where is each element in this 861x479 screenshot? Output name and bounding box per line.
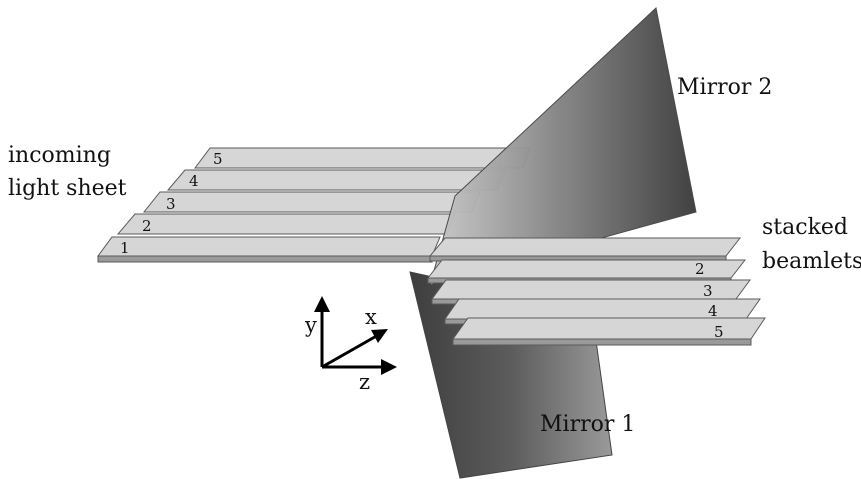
incoming-label-line1: incoming <box>8 143 111 168</box>
x-axis-label: x <box>365 305 377 329</box>
coordinate-axes: y x z <box>304 296 397 394</box>
incoming-strip-1 <box>97 236 441 257</box>
z-axis-label: z <box>359 370 370 394</box>
stacked-label-line2: beamlets <box>762 249 861 274</box>
incoming-strip-1-edge <box>97 255 433 263</box>
y-axis-arrowhead <box>314 296 330 312</box>
stacked-strip-top <box>428 237 742 257</box>
incoming-light-sheet <box>97 147 531 263</box>
stacked-strip-5-edge <box>452 338 752 346</box>
x-axis-arrowhead <box>371 329 388 343</box>
stacked-strip-label-2: 2 <box>695 260 705 278</box>
x-axis-line <box>321 332 381 369</box>
incoming-strip-2 <box>116 213 456 235</box>
stacked-beamlets <box>426 237 766 346</box>
mirror-2-label: Mirror 2 <box>677 75 772 100</box>
stacked-label-line1: stacked <box>762 215 848 240</box>
incoming-strip-3 <box>142 191 481 213</box>
incoming-strip-5 <box>194 147 531 169</box>
incoming-strip-label-5: 5 <box>213 150 223 168</box>
incoming-strip-label-1: 1 <box>120 239 130 257</box>
incoming-strip-label-4: 4 <box>189 172 199 190</box>
stacked-strip-label-4: 4 <box>708 302 718 320</box>
mirror-1-label: Mirror 1 <box>540 412 635 437</box>
incoming-strip-4 <box>166 169 506 191</box>
mirror-2-panel <box>429 7 697 286</box>
stacked-strip-label-5: 5 <box>714 323 724 341</box>
y-axis-label: y <box>304 313 317 337</box>
incoming-strip-label-2: 2 <box>142 217 152 235</box>
z-axis-arrowhead <box>381 359 397 375</box>
incoming-strip-label-3: 3 <box>166 195 176 213</box>
stacked-strip-label-3: 3 <box>703 282 713 300</box>
incoming-label-line2: light sheet <box>8 176 127 201</box>
